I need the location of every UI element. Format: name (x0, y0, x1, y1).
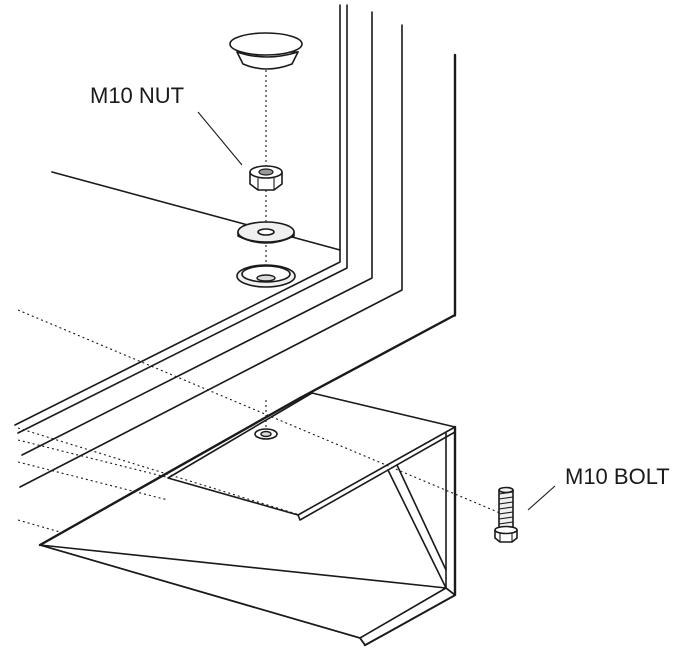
cup-washer-icon (236, 264, 296, 288)
bolt-icon (494, 486, 518, 543)
surface-edge (51, 171, 341, 251)
bolt-label: M10 BOLT (565, 464, 670, 489)
nut-callout: M10 NUT (90, 83, 243, 166)
nut-icon (249, 165, 283, 191)
nut-label: M10 NUT (90, 83, 184, 108)
flat-washer-icon (237, 221, 295, 244)
bolt-callout: M10 BOLT (527, 464, 670, 511)
frame-upright (14, 4, 457, 547)
cap-icon (229, 32, 303, 70)
base-channel (39, 392, 457, 647)
